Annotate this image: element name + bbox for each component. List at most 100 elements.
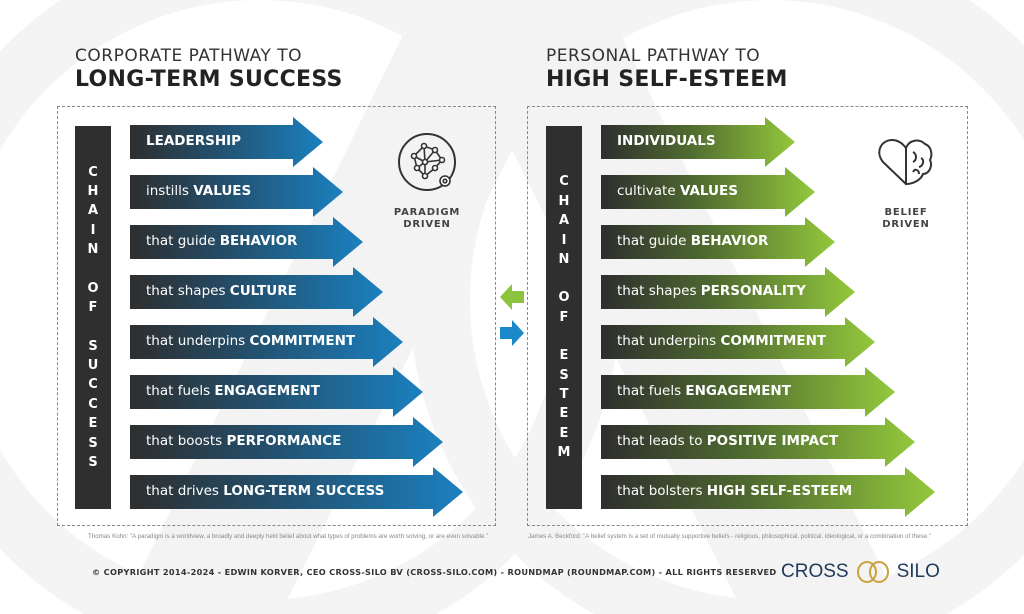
step-label: that shapes PERSONALITY <box>617 283 806 299</box>
step-label-keyword: LONG-TERM SUCCESS <box>223 483 385 499</box>
vertical-letter: C <box>88 377 98 393</box>
copyright-text: © COPYRIGHT 2014-2024 - EDWIN KORVER, CE… <box>92 567 777 577</box>
arrow-right-icon <box>500 320 524 346</box>
step-label-prefix: instills <box>146 183 194 199</box>
step-label-keyword: POSITIVE IMPACT <box>706 433 839 449</box>
vertical-letter: U <box>87 357 99 373</box>
vertical-letter: E <box>559 425 569 441</box>
step-arrow <box>601 217 835 267</box>
vertical-letter: C <box>88 164 98 180</box>
step-label: that fuels ENGAGEMENT <box>617 383 791 399</box>
step-label: that fuels ENGAGEMENT <box>146 383 320 399</box>
vertical-letter: O <box>87 280 99 296</box>
vertical-letter: A <box>558 213 570 229</box>
step-label-keyword: VALUES <box>679 183 738 199</box>
vertical-letter: N <box>558 251 570 267</box>
step-label-keyword: ENGAGEMENT <box>685 383 791 399</box>
step-label-prefix: that bolsters <box>617 483 707 499</box>
badge-line1: PARADIGM <box>393 207 461 218</box>
interlocking-rings-icon <box>856 561 889 583</box>
vertical-letter: T <box>559 387 569 403</box>
step-arrow <box>601 417 915 467</box>
vertical-letter: N <box>87 242 99 258</box>
vertical-letter: H <box>558 193 570 209</box>
step-label-prefix: that guide <box>146 233 220 249</box>
step-label: that shapes CULTURE <box>146 283 297 299</box>
step-label-prefix: that fuels <box>146 383 215 399</box>
step-label-keyword: PERSONALITY <box>700 283 806 299</box>
step-arrow <box>130 417 443 467</box>
step-label: that underpins COMMITMENT <box>146 333 355 349</box>
step-label-prefix: that underpins <box>146 333 250 349</box>
step-label: that drives LONG-TERM SUCCESS <box>146 483 385 499</box>
step-label-prefix: that shapes <box>617 283 701 299</box>
step-label: that leads to POSITIVE IMPACT <box>617 433 839 449</box>
step-arrow <box>601 117 795 167</box>
badge-line2: DRIVEN <box>403 219 451 230</box>
vertical-letter: F <box>88 300 98 316</box>
step-label-keyword: CULTURE <box>229 283 297 299</box>
left-title-line1: CORPORATE PATHWAY TO <box>75 46 303 66</box>
arrow-left-icon <box>500 284 524 310</box>
step-label-keyword: BEHAVIOR <box>219 233 298 249</box>
step-arrow <box>130 167 343 217</box>
step-label: instills VALUES <box>146 183 252 199</box>
right-dashed-frame <box>527 106 968 526</box>
step-label-keyword: COMMITMENT <box>720 333 827 349</box>
vertical-letter: M <box>557 445 571 461</box>
step-label: that guide BEHAVIOR <box>146 233 298 249</box>
right-title-line1: PERSONAL PATHWAY TO <box>546 46 761 66</box>
step-arrow <box>130 267 383 317</box>
step-arrow <box>130 217 363 267</box>
vertical-letter: I <box>561 232 567 248</box>
step-label-prefix: that boosts <box>146 433 227 449</box>
badge-line2: DRIVEN <box>882 219 930 230</box>
step-label: that bolsters HIGH SELF-ESTEEM <box>617 483 853 499</box>
step-label-keyword: BEHAVIOR <box>690 233 769 249</box>
step-label-prefix: that fuels <box>617 383 686 399</box>
vertical-letter: I <box>90 222 96 238</box>
vertical-letter: C <box>88 396 98 412</box>
vertical-letter: S <box>88 338 98 354</box>
vertical-letter: A <box>87 203 99 219</box>
step-label-keyword: ENGAGEMENT <box>214 383 320 399</box>
belief-driven-badge: BELIEF DRIVEN <box>861 207 951 231</box>
step-label-keyword: VALUES <box>193 183 252 199</box>
cross-silo-logo: CROSS SILO <box>781 561 940 583</box>
step-label: that underpins COMMITMENT <box>617 333 827 349</box>
step-label-prefix: that drives <box>146 483 224 499</box>
step-arrow <box>130 467 463 517</box>
vertical-letter: O <box>558 290 570 306</box>
step-label-prefix: that underpins <box>617 333 721 349</box>
right-title-line2: HIGH SELF-ESTEEM <box>546 67 788 92</box>
step-label: cultivate VALUES <box>617 183 738 199</box>
right-title: PERSONAL PATHWAY TO HIGH SELF-ESTEEM <box>546 48 788 91</box>
left-quote: Thomas Kuhn: "A paradigm is a worldview,… <box>88 533 489 540</box>
step-label-prefix: that leads to <box>617 433 707 449</box>
step-arrow <box>601 367 895 417</box>
step-label-prefix: that guide <box>617 233 691 249</box>
step-label-prefix: cultivate <box>617 183 680 199</box>
logo-text-left: CROSS <box>781 561 849 582</box>
vertical-letter: E <box>88 416 98 432</box>
step-arrow <box>130 317 403 367</box>
step-arrow <box>601 467 935 517</box>
step-arrow <box>601 317 875 367</box>
heart-brain-icon <box>878 138 933 186</box>
step-label-keyword: LEADERSHIP <box>146 133 242 149</box>
vertical-letter: F <box>559 309 569 325</box>
left-dashed-frame <box>57 106 496 526</box>
step-label-keyword: HIGH SELF-ESTEEM <box>706 483 853 499</box>
vertical-letter: S <box>88 454 98 470</box>
left-title-line2: LONG-TERM SUCCESS <box>75 67 343 92</box>
step-arrow <box>130 367 423 417</box>
step-label: that boosts PERFORMANCE <box>146 433 341 449</box>
step-label-prefix: that shapes <box>146 283 230 299</box>
logo-text-right: SILO <box>896 561 940 582</box>
step-label: INDIVIDUALS <box>617 134 716 149</box>
right-quote: James A. Beckford: "A belief system is a… <box>528 533 931 540</box>
left-title: CORPORATE PATHWAY TO LONG-TERM SUCCESS <box>75 48 343 91</box>
